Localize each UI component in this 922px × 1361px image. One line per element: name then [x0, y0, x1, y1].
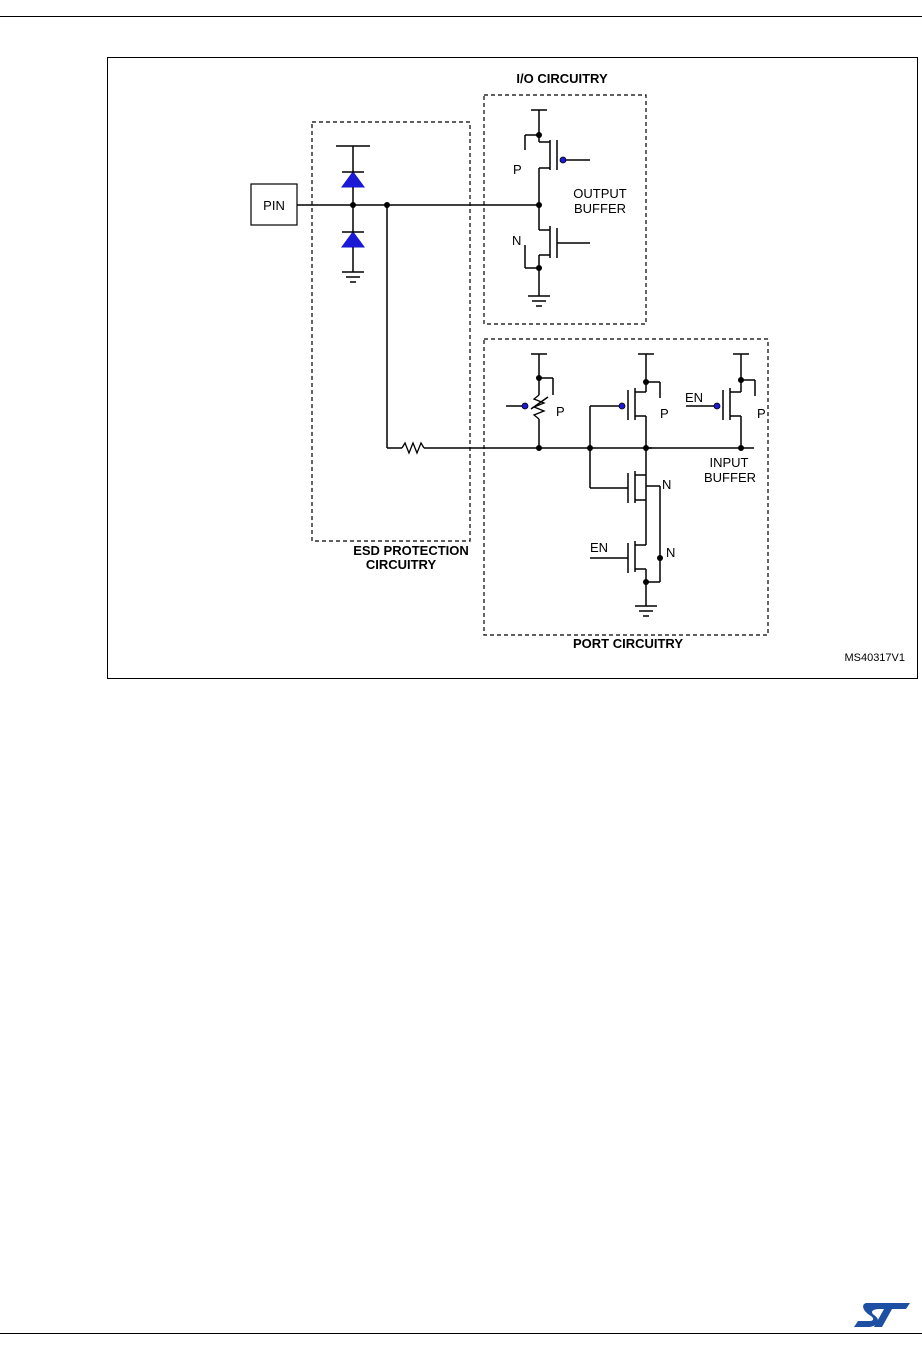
input-buffer-label-line2: BUFFER: [704, 470, 756, 485]
pull-up-p-label: P: [556, 404, 565, 419]
series-resistor-icon: [401, 441, 425, 455]
figure-frame: [107, 57, 918, 679]
inverter-n-label: N: [662, 477, 671, 492]
output-nmos-label: N: [512, 233, 521, 248]
circuit-diagram: PIN I/O CIRCUITRY OUTPUT BUFFER P N ESD …: [250, 71, 905, 664]
pull-up-resistor-icon: [532, 394, 546, 420]
output-buffer-label-line2: BUFFER: [574, 201, 626, 216]
esd-diode-upper-icon: [341, 171, 365, 188]
input-p-label: P: [757, 406, 766, 421]
port-circuitry-box: [483, 338, 769, 636]
footer-rule: [0, 1333, 922, 1334]
esd-protection-label-line2: CIRCUITRY: [366, 557, 437, 572]
esd-protection-box: [311, 121, 471, 542]
figure-id: MS40317V1: [844, 652, 905, 664]
en-label-nmos: EN: [590, 540, 608, 555]
io-circuitry-label: I/O CIRCUITRY: [516, 71, 608, 86]
pin-label: PIN: [263, 198, 285, 213]
port-circuitry-label: PORT CIRCUITRY: [573, 636, 683, 651]
input-buffer-label-line1: INPUT: [710, 455, 749, 470]
st-logo-icon: [854, 1303, 910, 1327]
esd-ground-icon: [342, 271, 364, 283]
output-pmos-label: P: [513, 162, 522, 177]
io-circuitry-box: [483, 94, 647, 325]
output-buffer-ground-icon: [528, 295, 550, 307]
inverter-p-label: P: [660, 406, 669, 421]
port-ground-icon: [635, 605, 657, 617]
output-buffer-label-line1: OUTPUT: [573, 186, 627, 201]
esd-diode-lower-icon: [341, 231, 365, 248]
esd-protection-label-line1: ESD PROTECTION: [353, 543, 469, 558]
header-rule: [0, 16, 922, 17]
en-label-input: EN: [685, 390, 703, 405]
en-nmos-n-label: N: [666, 545, 675, 560]
